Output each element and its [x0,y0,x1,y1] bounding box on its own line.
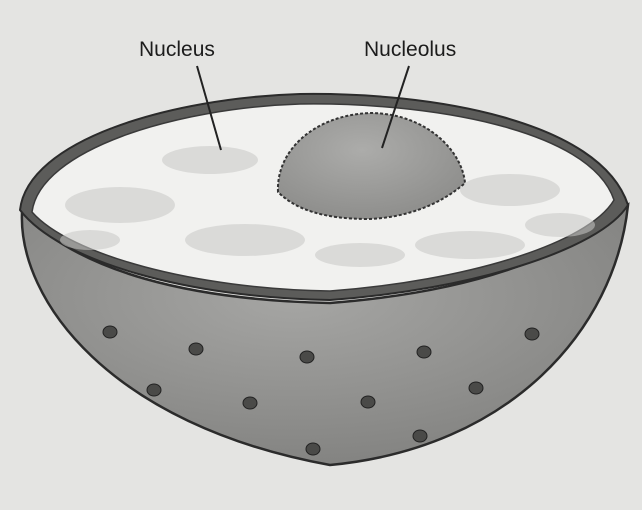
pore [306,443,320,455]
pore [243,397,257,409]
pore [103,326,117,338]
pore [361,396,375,408]
pore [413,430,427,442]
pore [525,328,539,340]
pore [469,382,483,394]
pore [300,351,314,363]
pore [417,346,431,358]
pore [189,343,203,355]
pore [147,384,161,396]
nucleolus-label: Nucleolus [364,38,456,62]
nucleus-label: Nucleus [139,38,215,62]
